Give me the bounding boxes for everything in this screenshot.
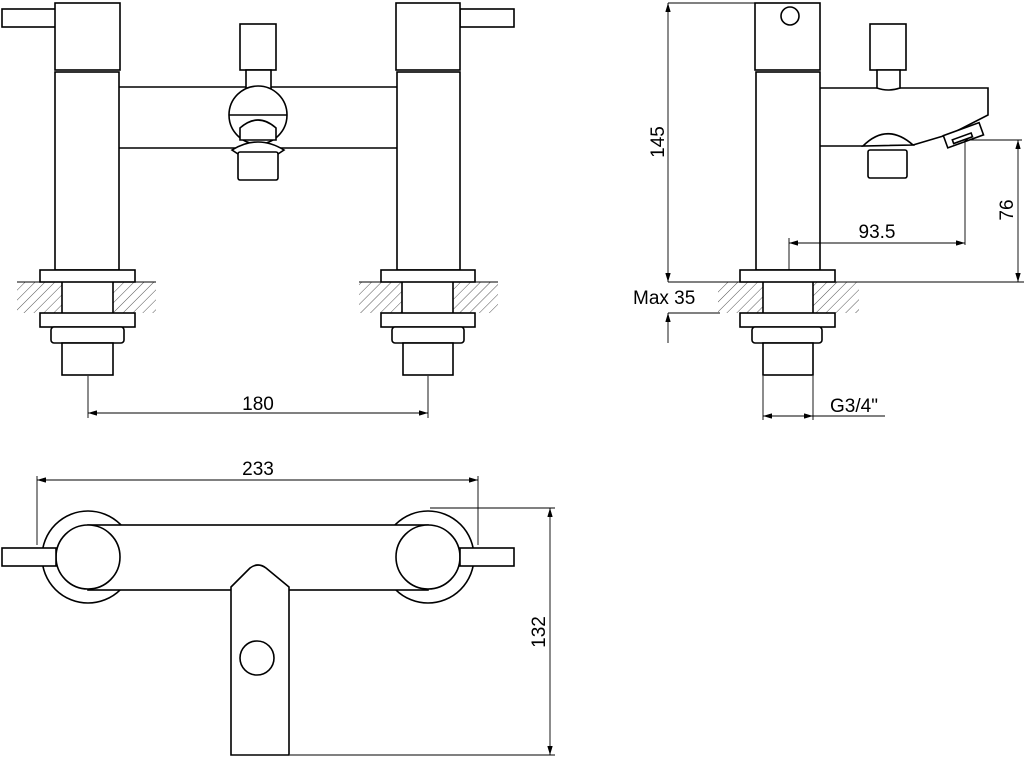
side-valve-body — [755, 71, 821, 271]
spout-upper-outline — [820, 87, 989, 138]
left-valve-top — [55, 524, 121, 590]
outlet-dome — [861, 132, 916, 147]
deck-section-hatch — [359, 282, 402, 313]
side-valve-head — [754, 2, 821, 71]
left-valve-head — [54, 2, 121, 71]
dimension-max-35: Max 35 — [633, 288, 720, 343]
right-valve-head — [395, 2, 461, 71]
front-view: 180 — [1, 2, 515, 418]
base-plate — [39, 269, 136, 283]
diverter-knob — [239, 23, 277, 71]
dimension-label-76: 76 — [997, 199, 1018, 220]
top-view: 233 132 — [1, 459, 555, 756]
threaded-shank — [61, 342, 114, 376]
left-valve-body — [54, 71, 120, 271]
dimension-76: 76 — [965, 139, 1022, 282]
right-lever-top — [459, 547, 515, 567]
diverter-top — [239, 640, 275, 676]
dimension-93-5: 93.5 — [788, 140, 966, 270]
dimension-thread: G3/4" — [762, 376, 885, 420]
dimension-label-145: 145 — [648, 126, 669, 158]
deck-section-hatch — [113, 282, 156, 313]
dimension-label-132: 132 — [529, 616, 550, 648]
dimension-label-180: 180 — [242, 394, 274, 415]
shower-nozzle — [942, 121, 985, 149]
dimension-145: 145 — [648, 2, 755, 282]
diverter — [228, 23, 288, 181]
threaded-shank — [762, 342, 814, 376]
deck-section-hatch — [453, 282, 498, 313]
deck-section-hatch — [17, 282, 62, 313]
left-lever-top — [1, 547, 57, 567]
side-diverter-knob — [869, 23, 907, 71]
lock-nut — [391, 326, 465, 344]
right-valve — [359, 2, 515, 376]
right-lever-handle — [459, 8, 515, 28]
deck-section-hatch — [718, 282, 763, 313]
lock-nut — [50, 326, 125, 344]
side-view: 145 76 93.5 Max 35 G3/4" — [633, 2, 1024, 420]
washer — [380, 312, 476, 328]
dimension-180: 180 — [87, 376, 429, 418]
dimension-label-93-5: 93.5 — [859, 222, 896, 243]
side-spout-outlet — [867, 149, 908, 179]
lever-socket — [780, 6, 800, 26]
right-valve-body — [396, 71, 461, 271]
base-plate — [739, 269, 836, 283]
threaded-shank — [402, 342, 454, 376]
lock-nut — [751, 326, 823, 344]
dimension-label-233: 233 — [242, 459, 274, 480]
washer — [39, 312, 136, 328]
dimension-label-thread: G3/4" — [830, 396, 878, 417]
washer — [739, 312, 836, 328]
spout-outlet — [237, 151, 279, 181]
left-lever-handle — [1, 8, 58, 28]
dimension-132: 132 — [290, 507, 555, 756]
base-plate — [380, 269, 476, 283]
deck-section-hatch — [813, 282, 859, 313]
right-valve-top — [395, 524, 461, 590]
dimension-label-max-35: Max 35 — [633, 288, 695, 309]
left-valve — [1, 2, 156, 376]
dimension-233: 233 — [36, 459, 479, 545]
